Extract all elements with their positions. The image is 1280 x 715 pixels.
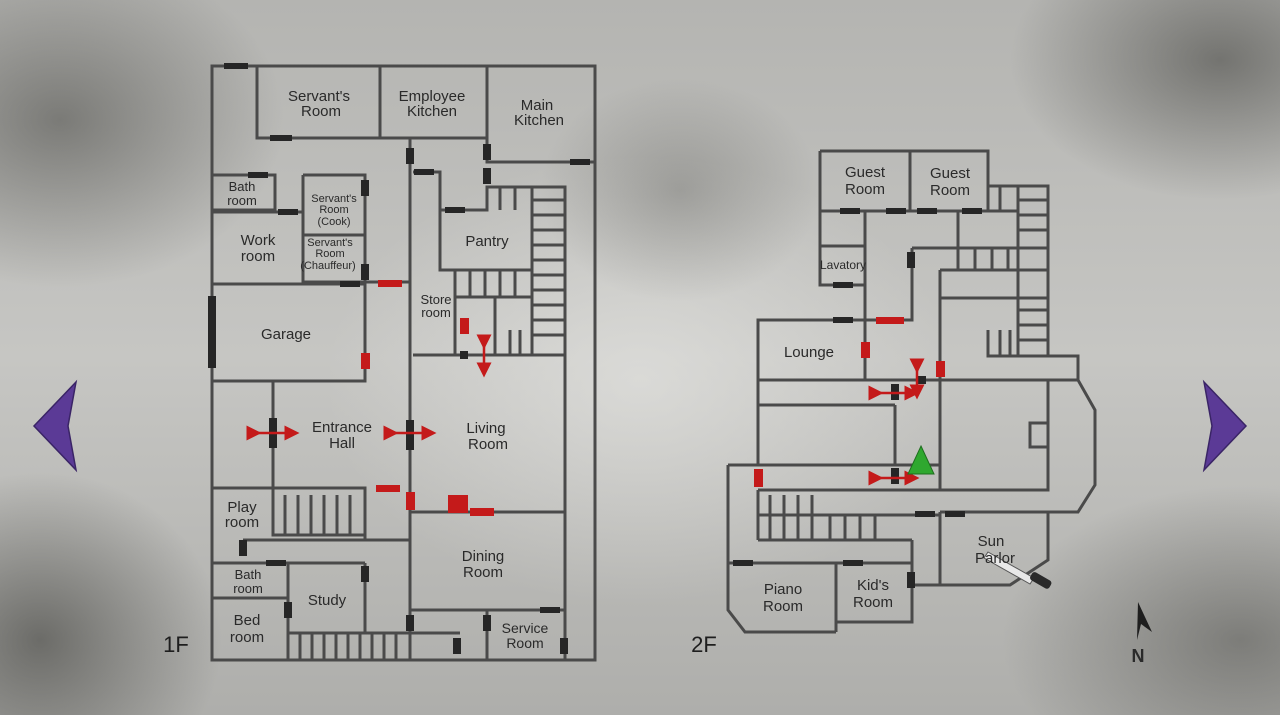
first-floor-doors — [208, 63, 590, 654]
player-position-icon — [907, 444, 935, 475]
floor-label-1f: 1F — [163, 632, 189, 657]
second-floor-walls — [726, 149, 1097, 634]
room-study: Study — [308, 592, 347, 609]
compass-icon — [1137, 602, 1152, 640]
first-floor-door-arrows — [246, 334, 492, 441]
floor-label-2f: 2F — [691, 632, 717, 657]
room-garage: Garage — [261, 326, 311, 343]
next-floor-arrow-icon[interactable] — [1202, 378, 1250, 474]
room-pantry: Pantry — [465, 233, 509, 250]
second-floor-door-arrows — [868, 358, 925, 486]
room-lounge: Lounge — [784, 344, 834, 361]
room-lavatory: Lavatory — [820, 258, 866, 272]
previous-floor-arrow-icon[interactable] — [30, 378, 78, 474]
first-floor-locked-doors — [361, 280, 494, 516]
compass-label: N — [1132, 646, 1145, 666]
knife-icon — [983, 551, 1052, 589]
second-floor-locked-doors — [754, 317, 945, 487]
first-floor-walls — [210, 64, 597, 662]
